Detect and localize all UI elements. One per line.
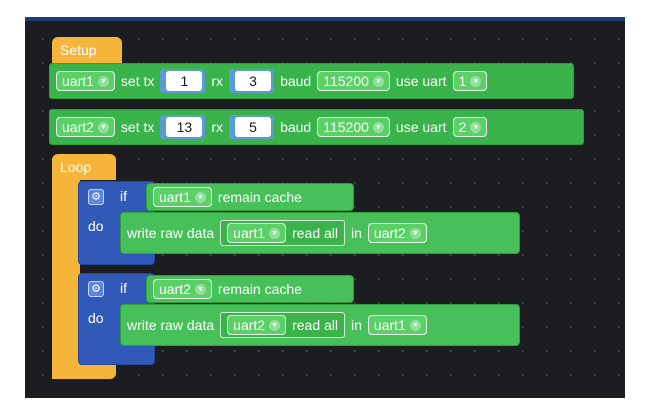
condition-remain-cache-1[interactable]: uart1 ▼ remain cache <box>146 183 354 211</box>
do-label: do <box>88 218 104 234</box>
chevron-down-icon: ▼ <box>194 283 206 295</box>
write-raw-data-block-2[interactable]: write raw data uart2 ▼ read all in uart1… <box>120 304 520 346</box>
chevron-down-icon: ▼ <box>409 319 421 331</box>
write-raw-data-label: write raw data <box>127 317 215 333</box>
do-label: do <box>88 310 104 326</box>
write-raw-data-block-1[interactable]: write raw data uart1 ▼ read all in uart2… <box>120 212 520 254</box>
baud-label: baud <box>280 73 312 89</box>
condition-remain-cache-2[interactable]: uart2 ▼ remain cache <box>146 275 354 303</box>
remain-cache-label: remain cache <box>217 281 302 297</box>
chevron-down-icon: ▼ <box>269 319 281 331</box>
in-label: in <box>351 225 362 241</box>
rx-label: rx <box>211 119 224 135</box>
tx-pin-slot[interactable]: 13 <box>160 115 206 139</box>
if-label: if <box>120 188 127 204</box>
uart-select-2[interactable]: uart2 ▼ <box>56 117 115 137</box>
tx-pin-slot[interactable]: 1 <box>160 69 206 93</box>
chevron-down-icon: ▼ <box>470 75 482 87</box>
rx-pin-slot[interactable]: 3 <box>229 69 275 93</box>
chevron-down-icon: ▼ <box>97 75 109 87</box>
gear-icon[interactable]: ⚙ <box>88 281 104 297</box>
baud-label: baud <box>280 119 312 135</box>
target-uart-select[interactable]: uart1 ▼ <box>367 315 427 335</box>
in-label: in <box>351 317 362 333</box>
uart-select[interactable]: uart1 ▼ <box>153 187 212 207</box>
read-all-block[interactable]: uart1 ▼ read all <box>220 220 345 246</box>
read-all-block[interactable]: uart2 ▼ read all <box>220 312 345 338</box>
uart-select[interactable]: uart1 ▼ <box>227 223 287 243</box>
chevron-down-icon: ▼ <box>372 75 384 87</box>
if-label: if <box>120 280 127 296</box>
baud-select[interactable]: 115200 ▼ <box>317 117 390 137</box>
setup-label: Setup <box>60 42 97 58</box>
use-uart-select[interactable]: 1 ▼ <box>452 71 488 91</box>
chevron-down-icon: ▼ <box>470 121 482 133</box>
baud-select[interactable]: 115200 ▼ <box>317 71 390 91</box>
chevron-down-icon: ▼ <box>409 227 421 239</box>
uart-select[interactable]: uart2 ▼ <box>153 279 212 299</box>
remain-cache-label: remain cache <box>217 189 302 205</box>
read-all-label: read all <box>292 225 338 241</box>
gear-icon[interactable]: ⚙ <box>88 189 104 205</box>
chevron-down-icon: ▼ <box>194 191 206 203</box>
chevron-down-icon: ▼ <box>97 121 109 133</box>
chevron-down-icon: ▼ <box>372 121 384 133</box>
set-tx-label: set tx <box>120 73 155 89</box>
uart-config-row-1[interactable]: uart1 ▼ set tx 1 rx 3 baud 115200 ▼ use … <box>49 63 574 99</box>
rx-label: rx <box>211 73 224 89</box>
uart-select-1[interactable]: uart1 ▼ <box>56 71 115 91</box>
rx-pin-input[interactable]: 5 <box>235 117 272 137</box>
set-tx-label: set tx <box>120 119 155 135</box>
use-uart-label: use uart <box>395 119 447 135</box>
tx-pin-input[interactable]: 13 <box>166 117 203 137</box>
block-workspace[interactable]: Setup uart1 ▼ set tx 1 rx 3 baud 115200 … <box>25 17 625 398</box>
read-all-label: read all <box>292 317 338 333</box>
setup-block[interactable]: Setup <box>52 37 122 65</box>
rx-pin-input[interactable]: 3 <box>235 71 272 91</box>
uart-select[interactable]: uart2 ▼ <box>227 315 287 335</box>
write-raw-data-label: write raw data <box>127 225 215 241</box>
loop-label: Loop <box>60 159 92 175</box>
loop-block[interactable]: Loop <box>52 154 116 180</box>
uart-config-row-2[interactable]: uart2 ▼ set tx 13 rx 5 baud 115200 ▼ use… <box>49 109 584 145</box>
loop-footer <box>52 365 116 379</box>
target-uart-select[interactable]: uart2 ▼ <box>367 223 427 243</box>
use-uart-label: use uart <box>395 73 447 89</box>
chevron-down-icon: ▼ <box>269 227 281 239</box>
tx-pin-input[interactable]: 1 <box>166 71 203 91</box>
loop-rail <box>52 179 80 379</box>
rx-pin-slot[interactable]: 5 <box>229 115 275 139</box>
use-uart-select[interactable]: 2 ▼ <box>452 117 488 137</box>
